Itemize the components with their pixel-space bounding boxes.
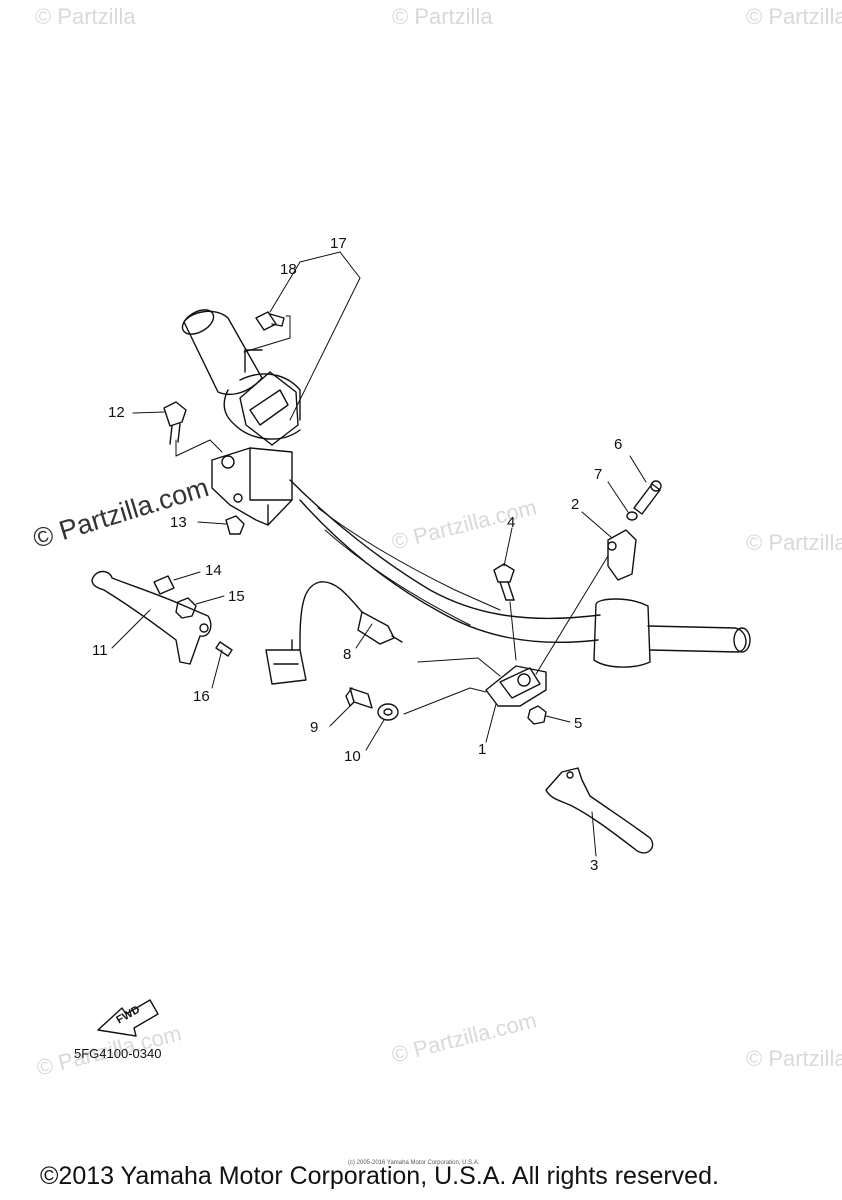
handlebar-tube bbox=[289, 479, 601, 644]
watermark: © Partzilla bbox=[392, 4, 493, 29]
left-grip bbox=[181, 309, 301, 440]
leader-lines bbox=[175, 315, 609, 715]
callout-15: 15 bbox=[228, 588, 245, 605]
callout-5: 5 bbox=[574, 715, 583, 732]
diagram-code: 5FG4100-0340 bbox=[74, 1046, 162, 1061]
callout-7: 7 bbox=[594, 466, 603, 483]
fwd-arrow bbox=[97, 999, 159, 1037]
callout-12: 12 bbox=[108, 404, 125, 421]
callout-2: 2 bbox=[571, 496, 580, 513]
throttle-housing bbox=[239, 349, 299, 446]
clamp bbox=[607, 529, 637, 581]
callout-9: 9 bbox=[310, 719, 319, 736]
nut-5 bbox=[527, 705, 547, 725]
callout-18: 18 bbox=[280, 261, 297, 278]
callout-4: 4 bbox=[507, 514, 516, 531]
callout-14: 14 bbox=[205, 562, 222, 579]
watermark: © Partzilla bbox=[35, 4, 136, 29]
locknut-10 bbox=[377, 703, 399, 721]
bolt-12 bbox=[163, 401, 187, 445]
copyright-notice: ©2013 Yamaha Motor Corporation, U.S.A. A… bbox=[40, 1162, 719, 1190]
callout-11: 11 bbox=[92, 642, 108, 659]
watermark: © Partzilla bbox=[746, 1046, 842, 1071]
callout-17: 17 bbox=[330, 235, 347, 252]
callout-1: 1 bbox=[478, 741, 487, 758]
clutch-switch-8 bbox=[265, 581, 403, 685]
nut-13 bbox=[225, 515, 245, 535]
callout-16: 16 bbox=[193, 688, 210, 705]
right-grip bbox=[593, 598, 751, 668]
callout-8: 8 bbox=[343, 646, 352, 663]
lever-3 bbox=[545, 767, 654, 854]
adjuster-9 bbox=[345, 687, 373, 709]
callout-13: 13 bbox=[170, 514, 187, 531]
callout-3: 3 bbox=[590, 857, 599, 874]
nut-15 bbox=[175, 597, 197, 619]
screw-18 bbox=[255, 311, 285, 331]
callout-6: 6 bbox=[614, 436, 623, 453]
screw-16 bbox=[215, 641, 233, 657]
bolt-4 bbox=[493, 563, 515, 601]
watermark: © Partzilla bbox=[746, 4, 842, 29]
callout-10: 10 bbox=[344, 748, 361, 765]
bolt-6 bbox=[633, 480, 662, 515]
washer-7 bbox=[626, 511, 638, 521]
left-lever-bracket bbox=[211, 447, 293, 526]
watermark: © Partzilla bbox=[746, 530, 842, 555]
clutch-perch bbox=[485, 665, 547, 707]
fineprint: (c) 2005-2016 Yamaha Motor Corporation, … bbox=[348, 1160, 480, 1166]
lever-11 bbox=[91, 570, 212, 665]
screw-14 bbox=[153, 575, 175, 595]
callout-leaders bbox=[111, 251, 647, 857]
